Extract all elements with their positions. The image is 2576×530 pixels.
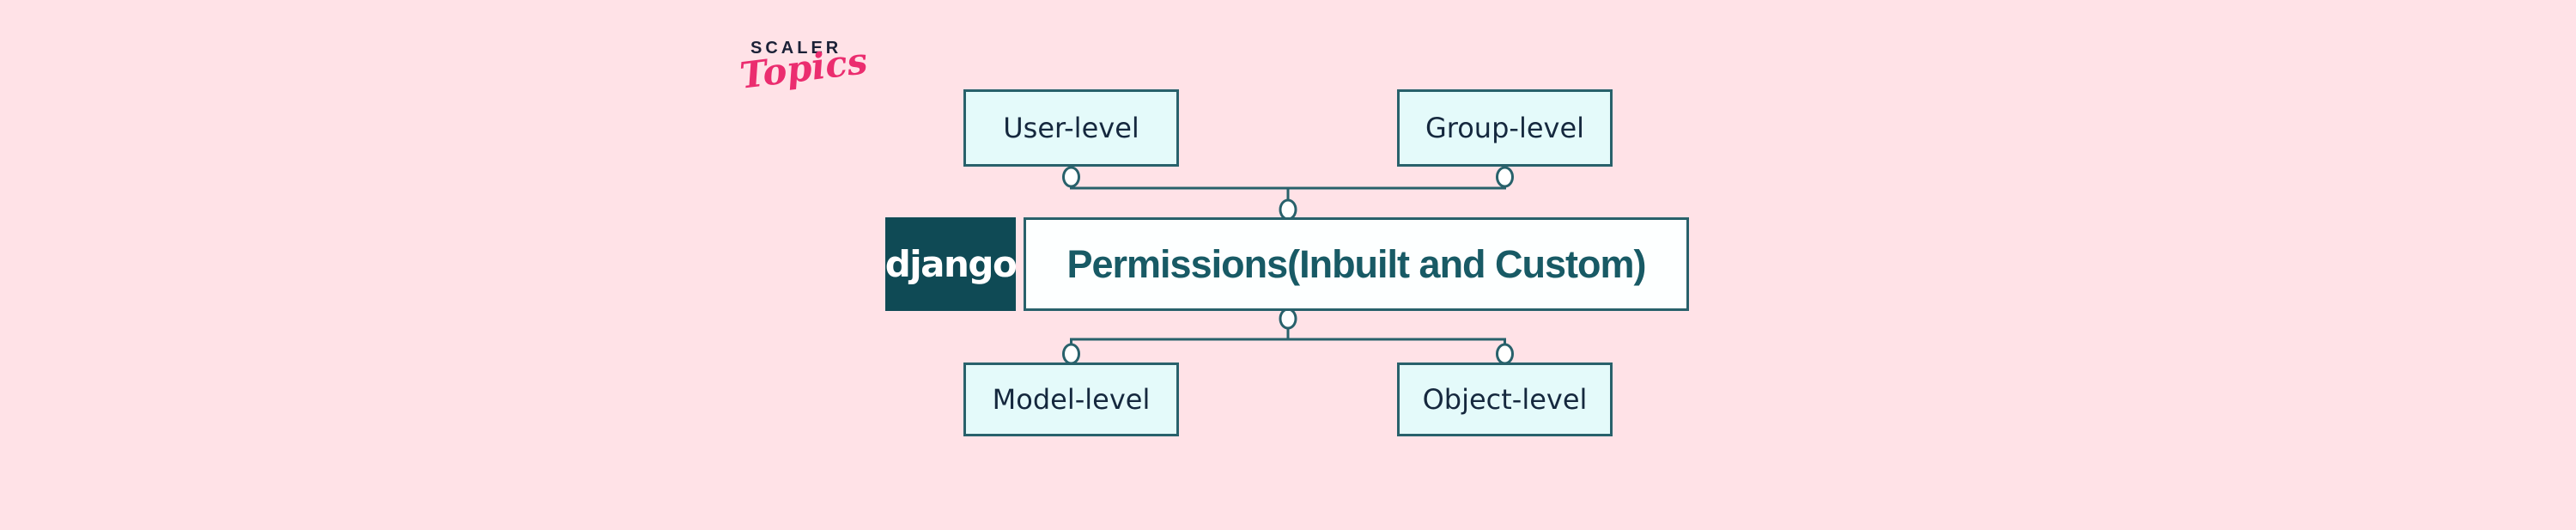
junction-node [1496, 343, 1514, 365]
junction-node [1279, 198, 1297, 221]
node-label: Model-level [992, 383, 1151, 416]
node-group-level: Group-level [1397, 89, 1613, 167]
junction-node [1279, 308, 1297, 330]
django-logo-badge: django [884, 217, 1018, 311]
node-label: Permissions(Inbuilt and Custom) [1066, 241, 1646, 286]
logo-brand-text: SCALER [750, 39, 842, 58]
scaler-topics-logo: SCALER Topics [738, 39, 870, 97]
junction-node [1062, 343, 1080, 365]
node-model-level: Model-level [963, 362, 1179, 436]
node-permissions: Permissions(Inbuilt and Custom) [1024, 217, 1689, 311]
junction-node [1062, 166, 1080, 188]
node-user-level: User-level [963, 89, 1179, 167]
node-label: Group-level [1425, 112, 1585, 144]
node-label: Object-level [1422, 383, 1588, 416]
node-label: User-level [1003, 112, 1139, 144]
node-object-level: Object-level [1397, 362, 1613, 436]
django-logo-text: django [884, 243, 1018, 285]
junction-node [1496, 166, 1514, 188]
